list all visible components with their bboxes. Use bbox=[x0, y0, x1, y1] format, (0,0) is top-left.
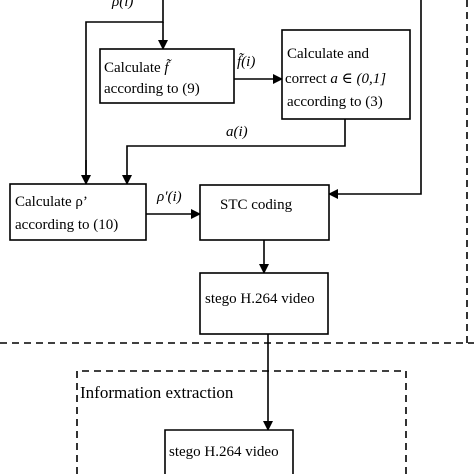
calc-f-line2: according to (9) bbox=[104, 81, 200, 97]
stego-video-label-top: stego H.264 video bbox=[205, 291, 315, 307]
edge-label-a: a(i) bbox=[226, 124, 248, 140]
edge-label-rho-prime: ρ′(i) bbox=[156, 189, 182, 205]
arrow-cover-to-stc bbox=[328, 0, 422, 199]
stc-coding-label: STC coding bbox=[220, 197, 293, 213]
calc-a-line2: correct a ∈ (0,1] bbox=[285, 71, 386, 87]
calc-rho-line2: according to (10) bbox=[15, 217, 118, 233]
stc-coding-box bbox=[199, 184, 330, 241]
edge-label-rho: ρ(i) bbox=[111, 0, 133, 10]
extraction-section-border bbox=[76, 370, 407, 474]
extraction-section-title: Information extraction bbox=[80, 383, 234, 402]
edge-label-f-tilde: f̃(i) bbox=[237, 53, 255, 70]
calc-rho-box bbox=[9, 183, 147, 241]
calc-f-box bbox=[99, 48, 235, 104]
stego-video-label-bottom: stego H.264 video bbox=[169, 444, 279, 460]
calc-a-line3: according to (3) bbox=[287, 94, 383, 110]
arrow-calc-a-to-calc-rho bbox=[122, 119, 346, 185]
top-input-line bbox=[85, 0, 164, 184]
stego-video-box-bottom bbox=[164, 429, 294, 474]
calc-a-line1: Calculate and bbox=[287, 46, 370, 62]
calc-a-box bbox=[281, 29, 411, 120]
stego-video-box-top bbox=[199, 272, 329, 335]
calc-f-line1: Calculate f̃ bbox=[104, 59, 172, 76]
calc-rho-line1: Calculate ρ’ bbox=[15, 194, 88, 210]
